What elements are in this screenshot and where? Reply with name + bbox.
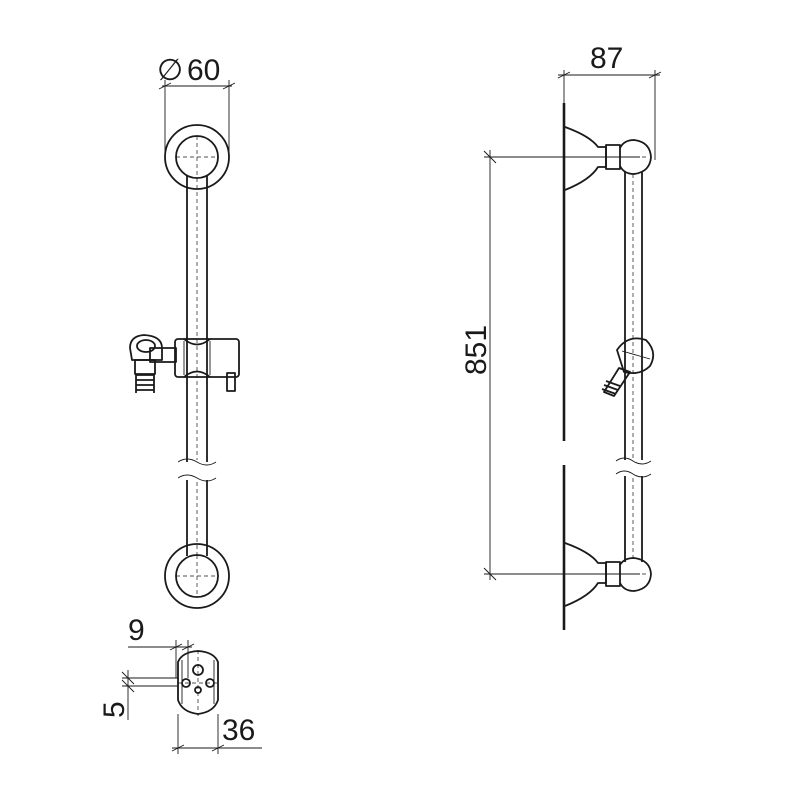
diameter-symbol: ∅ [157, 54, 183, 87]
diameter-label: 60 [187, 54, 220, 87]
side-rod-lower [624, 476, 643, 562]
diameter-dimension: ∅ 60 [157, 54, 236, 155]
length-dimension: 851 [460, 150, 640, 581]
upper-rod [186, 176, 208, 462]
side-view: 87 851 [460, 42, 662, 630]
hole-offset-label: 9 [128, 614, 145, 647]
projection-label: 87 [590, 42, 623, 75]
bracket-plate [177, 650, 220, 716]
bottom-bracket [564, 542, 652, 607]
hole-spacing-dimension: 5 [98, 670, 178, 720]
shower-holder [129, 334, 240, 393]
rod-break-front [177, 458, 217, 482]
side-rod-upper [624, 172, 643, 460]
length-label: 851 [460, 325, 493, 375]
bottom-rosette [164, 543, 230, 609]
rod-break-side [615, 457, 652, 478]
lower-rod [186, 480, 208, 556]
hole-spacing-label: 5 [98, 701, 131, 718]
front-view: ∅ 60 [129, 54, 240, 609]
side-shower-holder [601, 337, 655, 397]
bracket-width-dimension: 36 [171, 714, 262, 754]
projection-dimension: 87 [557, 42, 662, 160]
top-bracket [564, 126, 652, 191]
hole-offset-dimension: 9 [128, 614, 195, 678]
bracket-width-label: 36 [222, 714, 255, 747]
bracket-detail: 9 5 36 [98, 614, 262, 754]
